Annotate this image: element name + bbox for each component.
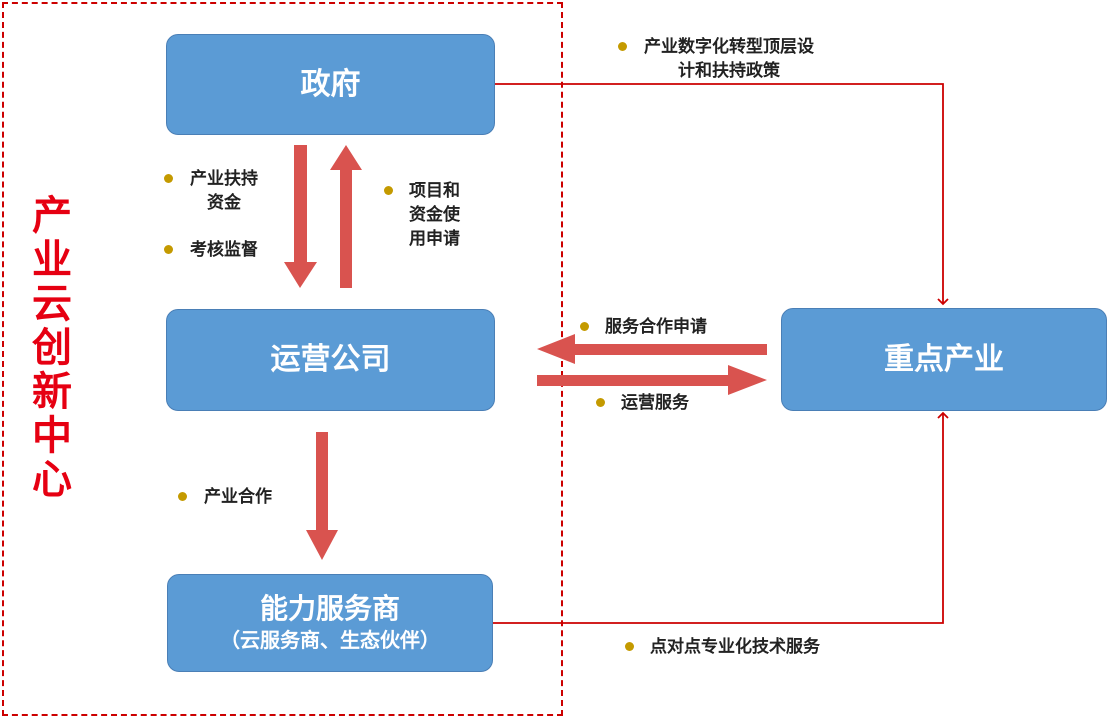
cooperation-arrow — [306, 432, 338, 560]
application-arrow — [330, 145, 362, 288]
service-provider-sublabel: （云服务商、生态伙伴） — [220, 628, 440, 652]
cooperation-request-arrow — [537, 334, 767, 364]
cooperation-request-label: 服务合作申请 — [605, 317, 707, 337]
frame-title-char: 业 — [32, 237, 72, 283]
project-application-label: 项目和 资金使 用申请 — [409, 179, 460, 251]
policy-label-line: 计和扶持政策 — [678, 61, 780, 81]
bullet-icon — [580, 322, 589, 331]
service-provider-node[interactable]: 能力服务商 （云服务商、生态伙伴） — [167, 574, 493, 672]
government-node[interactable]: 政府 — [166, 34, 495, 135]
funding-label-line: 资金 — [207, 193, 241, 213]
project-label-line: 用申请 — [409, 229, 460, 249]
operation-service-arrow — [537, 365, 767, 395]
frame-title-char: 心 — [32, 457, 72, 503]
frame-title-char: 产 — [32, 193, 72, 239]
frame-title: 产 业 云 创 新 中 心 — [30, 194, 74, 502]
bullet-icon — [178, 492, 187, 501]
service-provider-label: 能力服务商 — [259, 592, 400, 625]
cloud-innovation-center-frame — [2, 2, 563, 716]
bullet-icon — [618, 42, 627, 51]
operator-node[interactable]: 运营公司 — [166, 309, 495, 411]
supervision-label: 考核监督 — [190, 240, 258, 260]
operator-label: 运营公司 — [270, 342, 391, 377]
operation-service-label: 运营服务 — [621, 393, 689, 413]
bullet-icon — [164, 174, 173, 183]
government-label: 政府 — [300, 66, 361, 102]
funding-label: 产业扶持 资金 — [190, 167, 258, 215]
bullet-icon — [596, 398, 605, 407]
policy-label: 产业数字化转型顶层设 计和扶持政策 — [644, 35, 814, 83]
policy-connector — [495, 83, 949, 306]
p2p-service-label: 点对点专业化技术服务 — [650, 637, 820, 657]
funding-arrow — [284, 145, 317, 288]
industry-cooperation-label: 产业合作 — [204, 487, 272, 507]
bullet-icon — [384, 186, 393, 195]
key-industry-label: 重点产业 — [884, 341, 1004, 377]
project-label-line: 资金使 — [409, 205, 460, 225]
frame-title-char: 云 — [32, 281, 72, 327]
policy-label-line: 产业数字化转型顶层设 — [644, 37, 814, 57]
funding-label-line: 产业扶持 — [190, 169, 258, 189]
bullet-icon — [625, 642, 634, 651]
frame-title-char: 新 — [32, 369, 72, 415]
frame-title-char: 中 — [32, 413, 72, 459]
key-industry-node[interactable]: 重点产业 — [781, 308, 1107, 411]
frame-title-char: 创 — [32, 325, 72, 371]
bullet-icon — [164, 245, 173, 254]
service-connector — [493, 411, 949, 624]
project-label-line: 项目和 — [409, 181, 460, 201]
